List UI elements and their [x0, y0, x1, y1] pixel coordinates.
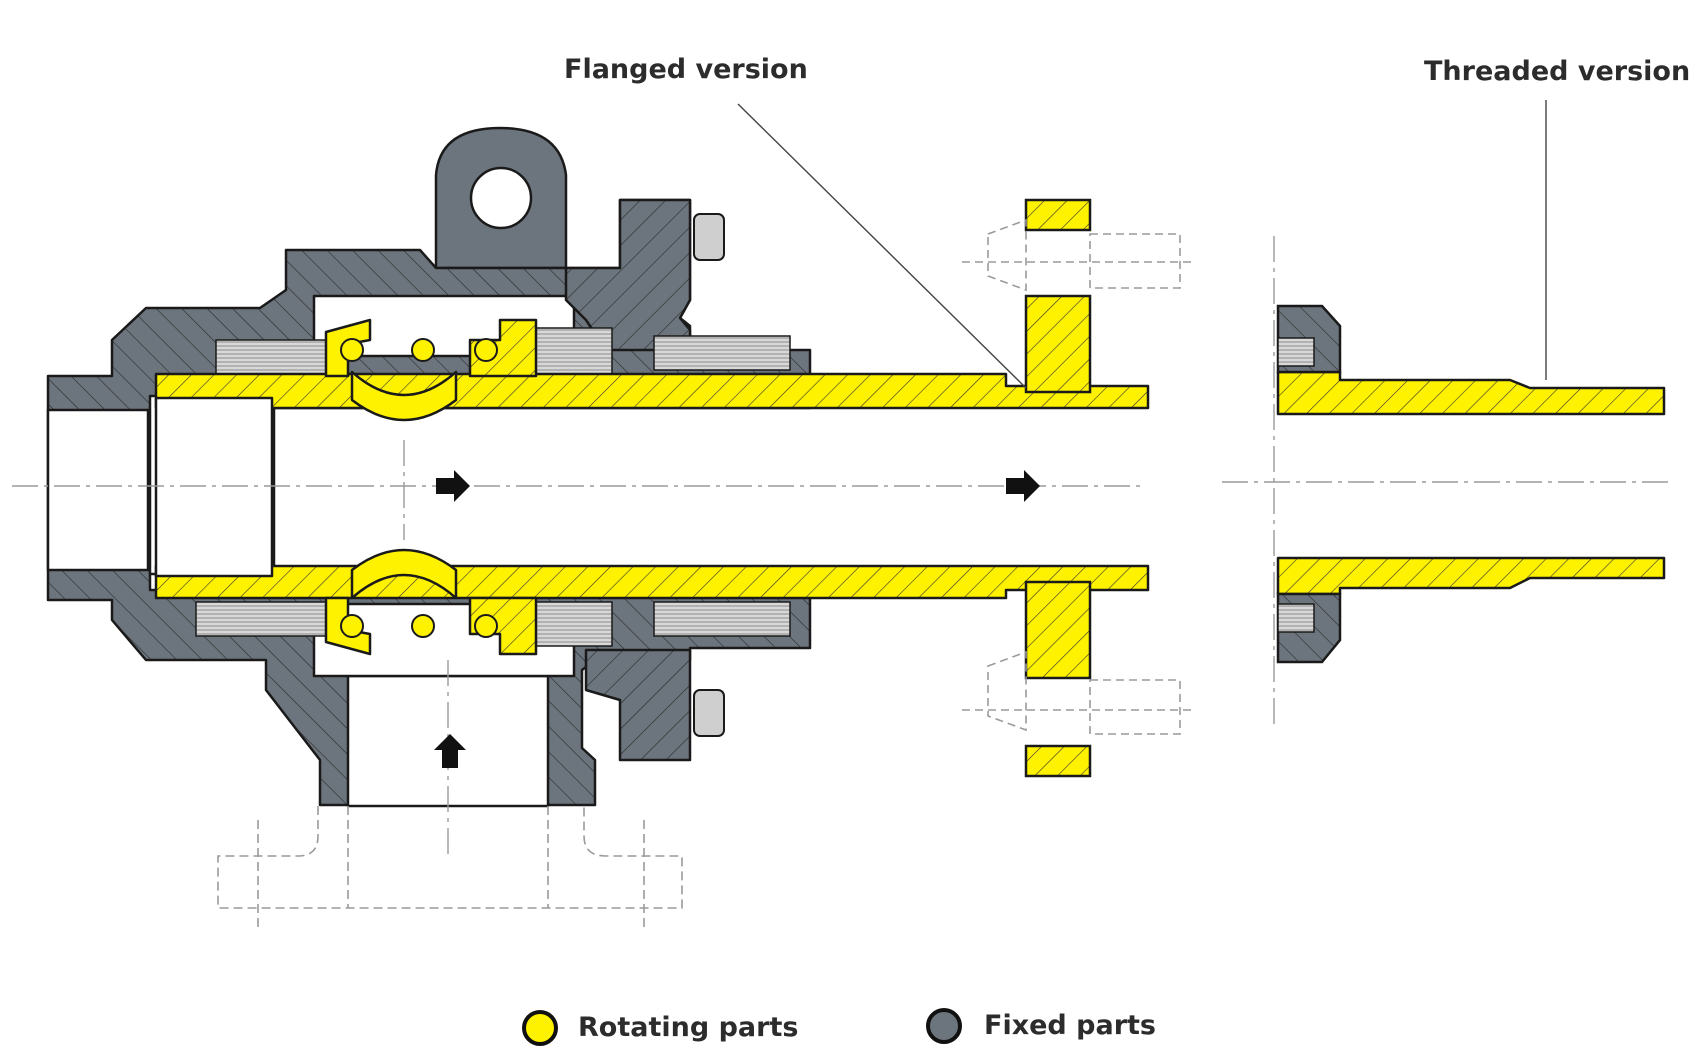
bearing-balls	[340, 338, 498, 638]
housing-bolt-heads	[693, 213, 725, 737]
callout-threaded-version: Threaded version	[1424, 56, 1691, 87]
legend-label-rotating: Rotating parts	[578, 1012, 799, 1043]
flange-bolts-hidden	[962, 218, 1196, 735]
flow-arrow-right-icon	[1006, 470, 1040, 502]
threaded-shaft	[1276, 370, 1666, 596]
callout-flanged-version: Flanged version	[564, 54, 808, 85]
flow-arrow-up-icon	[434, 734, 466, 768]
rotating-parts-swatch	[522, 1010, 558, 1046]
fixed-parts-swatch	[926, 1008, 962, 1044]
legend-label-fixed: Fixed parts	[984, 1010, 1156, 1041]
flow-arrows	[434, 470, 1040, 768]
base-mount-hidden	[217, 806, 683, 930]
threaded-seals	[1277, 337, 1315, 633]
leader-lines	[737, 100, 1547, 389]
flange	[1024, 198, 1092, 778]
rotating-shaft	[154, 318, 1150, 656]
flow-arrow-right-icon	[436, 470, 470, 502]
